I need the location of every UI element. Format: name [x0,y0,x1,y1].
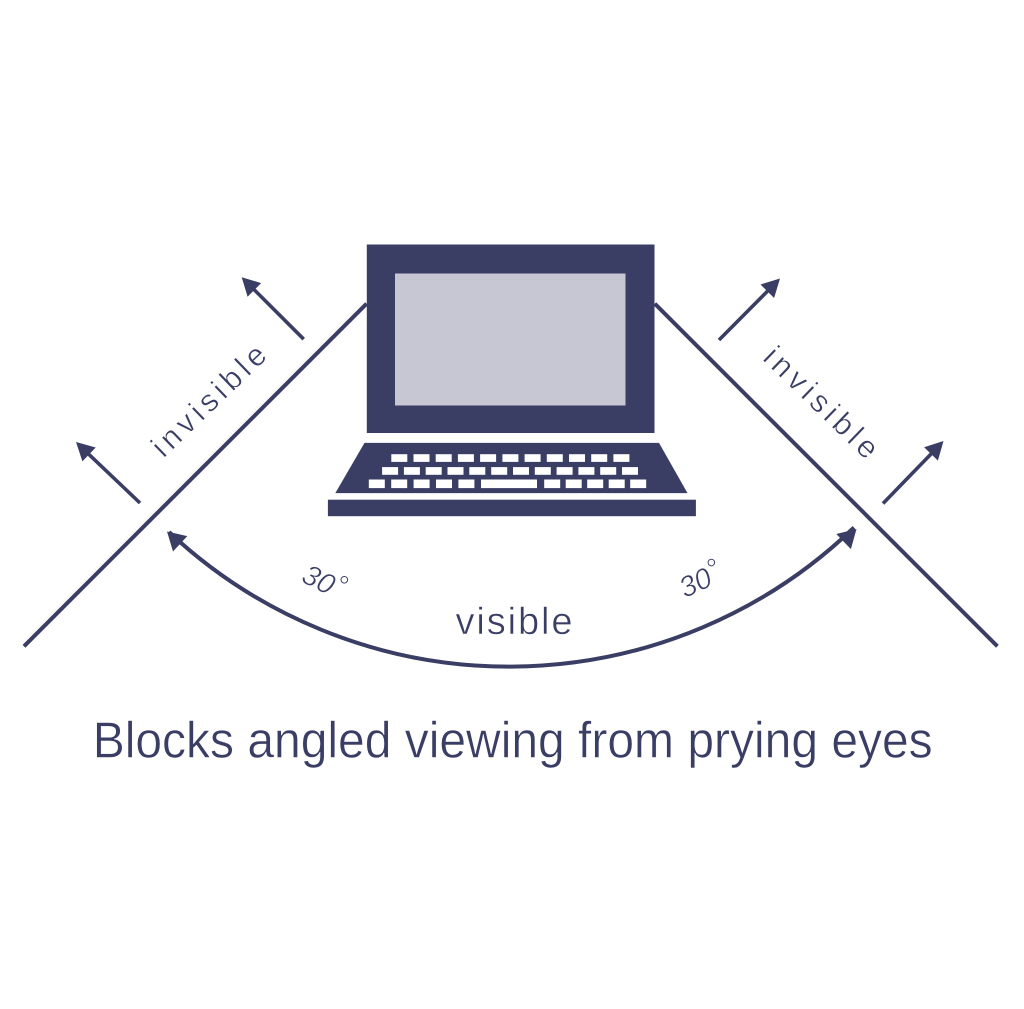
svg-text:invisible: invisible [757,339,886,466]
svg-text:visible: visible [456,601,573,643]
svg-text:Blocks angled viewing from pry: Blocks angled viewing from prying eyes [93,712,933,769]
svg-text:30°: 30° [672,553,727,605]
svg-text:30°: 30° [297,554,353,607]
svg-text:invisible: invisible [144,337,273,464]
